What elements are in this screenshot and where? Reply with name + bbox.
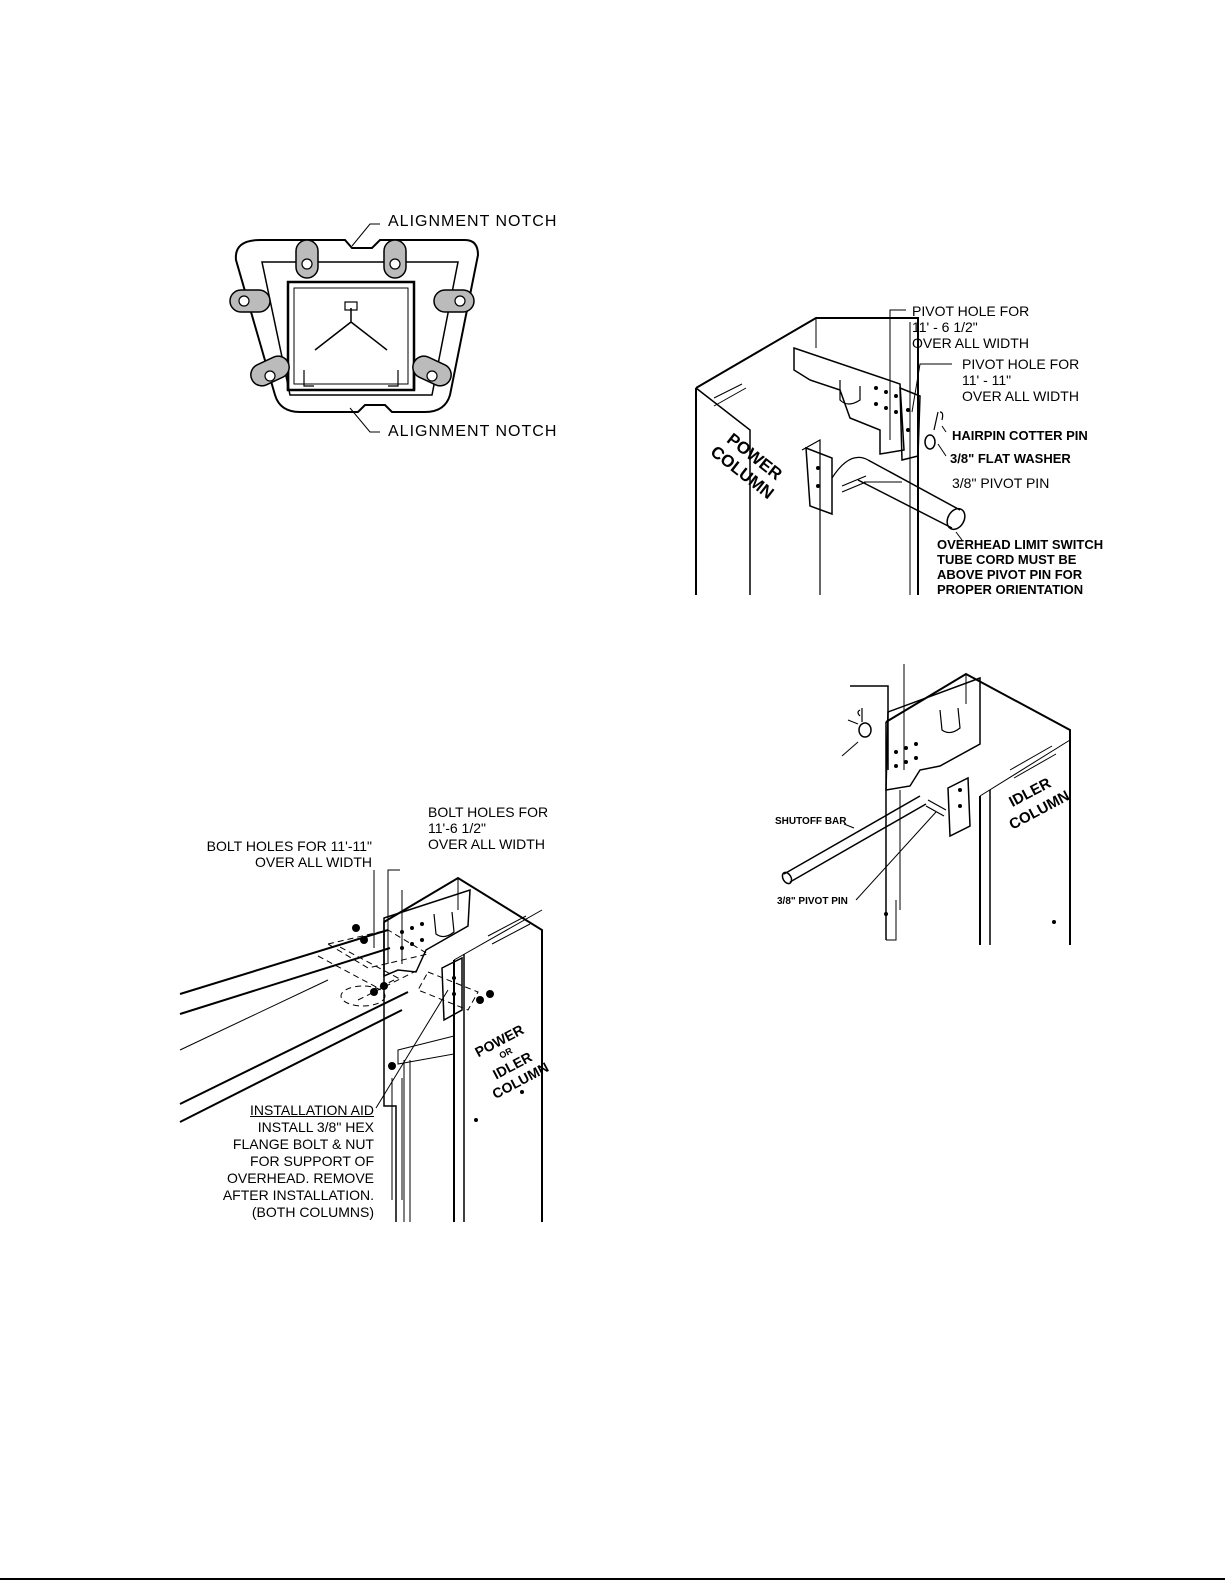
- pivot-hole-11-6-line-2: 11' - 6 1/2": [912, 319, 978, 335]
- pivot-hole-11-6-line-1: PIVOT HOLE FOR: [912, 303, 1030, 319]
- overhead-note-line-3: ABOVE PIVOT PIN FOR: [937, 567, 1083, 582]
- overhead-note-line-2: TUBE CORD MUST BE: [937, 552, 1077, 567]
- overhead-note-line-4: PROPER ORIENTATION: [937, 582, 1084, 597]
- idler-column-shutoff-drawing: [781, 664, 1071, 945]
- bolt-holes-11-11-line-2: OVER ALL WIDTH: [255, 854, 372, 870]
- hairpin-cotter-pin-label: HAIRPIN COTTER PIN: [952, 428, 1088, 443]
- pivot-hole-11-11-label: PIVOT HOLE FOR 11' - 11" OVER ALL WIDTH: [962, 356, 1079, 404]
- bolt-holes-11-6-label: BOLT HOLES FOR 11'-6 1/2" OVER ALL WIDTH: [428, 804, 548, 852]
- bolt-holes-11-6-line-3: OVER ALL WIDTH: [428, 836, 545, 852]
- pivot-hole-11-11-line-1: PIVOT HOLE FOR: [962, 356, 1080, 372]
- installation-aid-line-2: FLANGE BOLT & NUT: [232, 1136, 374, 1152]
- installation-aid-line-4: OVERHEAD. REMOVE: [226, 1170, 374, 1186]
- bolt-holes-11-11-label: BOLT HOLES FOR 11'-11" OVER ALL WIDTH: [196, 838, 372, 870]
- installation-aid-note: INSTALLATION AID INSTALL 3/8" HEX FLANGE…: [200, 1102, 374, 1221]
- flat-washer-label: 3/8" FLAT WASHER: [950, 451, 1071, 466]
- installation-aid-line-6: (BOTH COLUMNS): [251, 1204, 374, 1220]
- installation-aid-line-3: FOR SUPPORT OF: [250, 1153, 374, 1169]
- top-alignment-notch-label: ALIGNMENT NOTCH: [388, 213, 558, 230]
- pivot-hole-11-6-label: PIVOT HOLE FOR 11' - 6 1/2" OVER ALL WID…: [912, 303, 1029, 351]
- page-bottom-rule: [0, 1578, 1225, 1580]
- installation-aid-line-1: INSTALL 3/8" HEX: [257, 1119, 374, 1135]
- column-top-view-drawing: [229, 223, 480, 433]
- power-pivot-pin-label: 3/8" PIVOT PIN: [952, 475, 1050, 491]
- bolt-holes-11-6-line-1: BOLT HOLES FOR: [428, 804, 549, 820]
- power-column-pivot-drawing: [695, 309, 966, 595]
- bolt-holes-11-11-line-1: BOLT HOLES FOR 11'-11": [206, 838, 372, 854]
- shutoff-bar-label: SHUTOFF BAR: [775, 816, 847, 827]
- overhead-limit-switch-note: OVERHEAD LIMIT SWITCH TUBE CORD MUST BE …: [937, 537, 1103, 597]
- bolt-holes-11-6-line-2: 11'-6 1/2": [428, 820, 486, 836]
- bottom-alignment-notch-label: ALIGNMENT NOTCH: [388, 423, 558, 440]
- overhead-installation-drawing: [179, 869, 543, 1222]
- installation-aid-line-5: AFTER INSTALLATION.: [222, 1187, 374, 1203]
- pivot-hole-11-6-line-3: OVER ALL WIDTH: [912, 335, 1029, 351]
- alignment-notch-figure: [220, 200, 560, 450]
- overhead-installation-figure: [178, 860, 548, 1222]
- pivot-hole-11-11-line-2: 11' - 11": [962, 372, 1012, 388]
- overhead-note-line-1: OVERHEAD LIMIT SWITCH: [937, 537, 1104, 552]
- pivot-hole-11-11-line-3: OVER ALL WIDTH: [962, 388, 1079, 404]
- idler-column-shutoff-figure: [770, 660, 1080, 950]
- idler-pivot-pin-label: 3/8" PIVOT PIN: [777, 896, 848, 907]
- power-column-pivot-figure: [690, 300, 1110, 600]
- installation-aid-title: INSTALLATION AID: [250, 1102, 374, 1118]
